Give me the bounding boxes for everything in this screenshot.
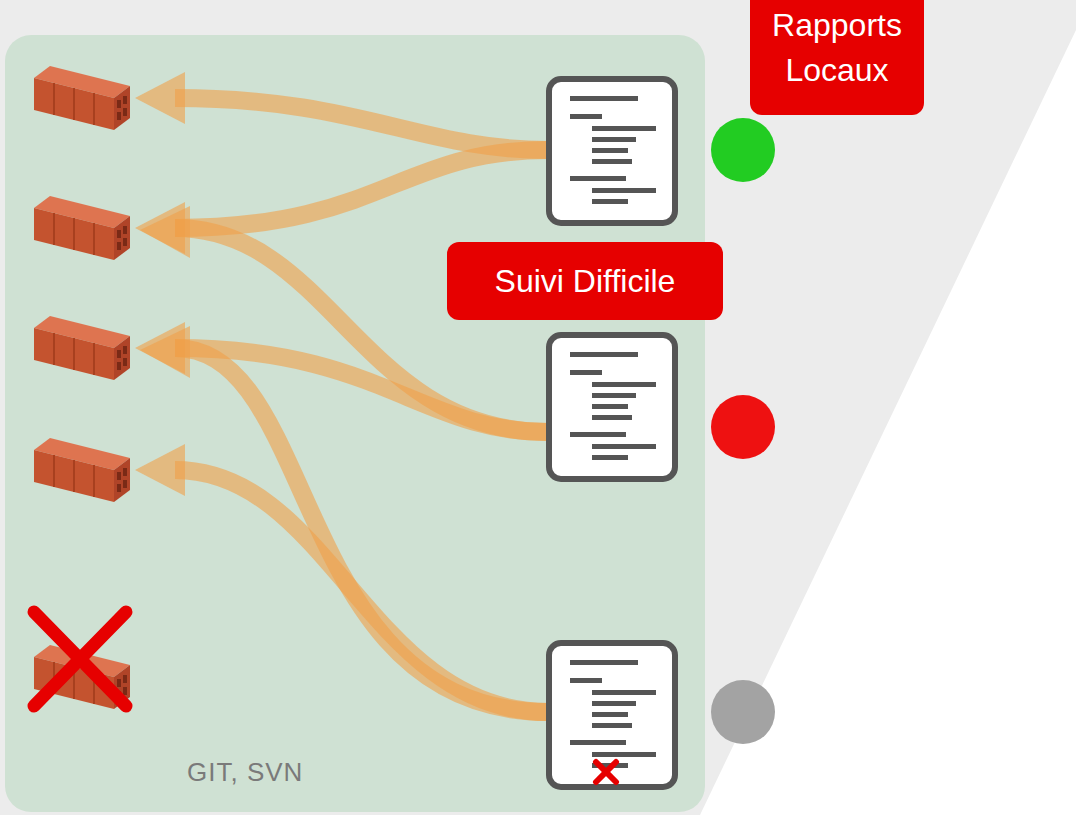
brick-icon bbox=[34, 196, 130, 260]
panel-label: GIT, SVN bbox=[187, 757, 303, 788]
status-dot-green bbox=[711, 118, 775, 182]
repository-panel: GIT, SVN bbox=[5, 35, 705, 812]
callout-text: Rapports Locaux bbox=[762, 3, 912, 93]
document-icon bbox=[549, 79, 675, 223]
flow-arrows bbox=[175, 98, 548, 712]
status-dot-red bbox=[711, 395, 775, 459]
arrow-head bbox=[140, 206, 190, 258]
repository-panel bbox=[5, 35, 705, 812]
callout-text: Suivi Difficile bbox=[495, 259, 676, 304]
document-icon bbox=[549, 643, 675, 787]
arrow-head bbox=[135, 444, 185, 496]
brick-icon bbox=[34, 438, 130, 502]
arrow-head bbox=[140, 326, 190, 378]
brick-icon bbox=[34, 316, 130, 380]
status-dot-grey bbox=[711, 680, 775, 744]
arrow-heads bbox=[135, 72, 190, 496]
document-icon bbox=[549, 335, 675, 479]
flow-arrow bbox=[175, 150, 548, 228]
brick-icon bbox=[34, 66, 130, 130]
removed-cross bbox=[34, 612, 126, 706]
document-error-mark bbox=[596, 762, 616, 782]
flow-arrow bbox=[175, 470, 548, 712]
flow-arrow bbox=[175, 98, 548, 150]
callout-box: Rapports Locaux bbox=[750, 0, 924, 115]
arrow-head bbox=[135, 72, 185, 124]
flow-arrow bbox=[175, 348, 548, 712]
callout-box: Suivi Difficile bbox=[447, 242, 723, 320]
